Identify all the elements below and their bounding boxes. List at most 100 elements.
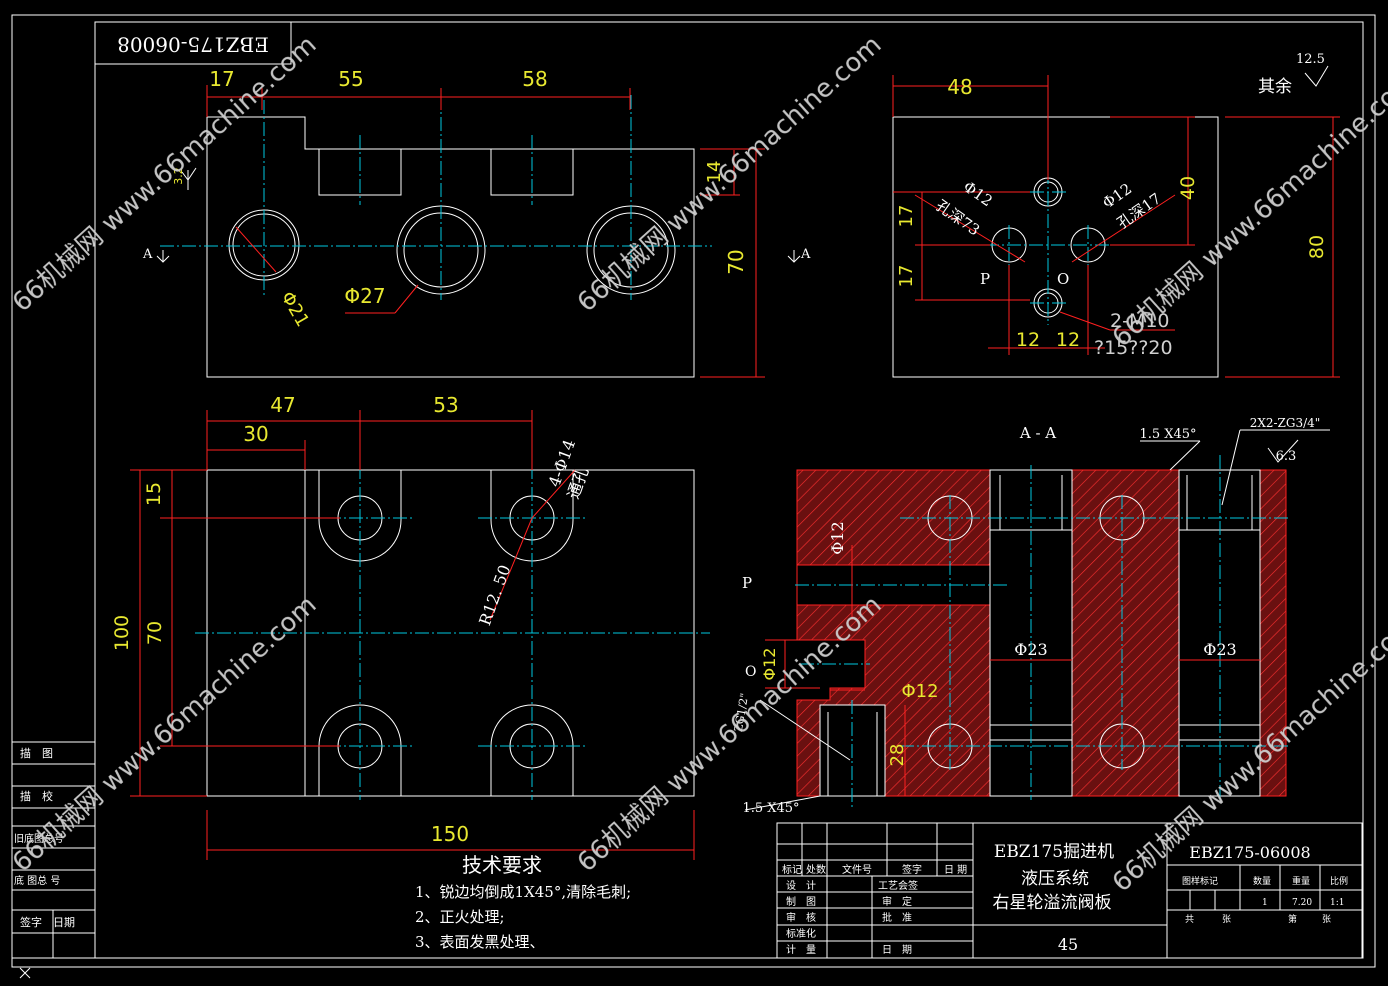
dim-15: 15 [143, 482, 165, 506]
hdr-mark: 标记 [782, 864, 802, 876]
strip-trace: 描 图 [20, 746, 53, 760]
hdr-date: 日 期 [944, 864, 967, 876]
role-design: 设 计 [786, 879, 816, 892]
dim-12b: 12 [1056, 329, 1080, 351]
title-system: 液压系统 [1021, 869, 1089, 889]
dim-30: 30 [243, 422, 268, 446]
tech-req-item-1: 1、锐边均倒成1X45°,清除毛刺; [415, 883, 631, 901]
technical-requirements: 技术要求 1、锐边均倒成1X45°,清除毛刺; 2、正火处理; 3、表面发黑处理… [415, 853, 631, 951]
label-roughness-6-3: 6.3 [1276, 449, 1297, 464]
title-part-name: 右星轮溢流阀板 [993, 893, 1112, 913]
stage-hdr-mark: 图样标记 [1182, 875, 1218, 887]
role2-process: 工艺会签 [878, 879, 918, 892]
dim-70-top: 70 [144, 621, 166, 645]
role-review: 审 核 [786, 911, 816, 924]
label-phi21: Φ21 [276, 288, 313, 331]
title-material: 45 [1058, 935, 1078, 954]
tech-req-item-2: 2、正火处理; [415, 908, 505, 926]
label-phi12-horizontal: Φ12 [901, 681, 938, 702]
dim-53: 53 [433, 393, 458, 417]
dim-100: 100 [111, 615, 133, 651]
dim-48: 48 [947, 75, 972, 99]
stage-hdr-scale: 比例 [1330, 875, 1348, 887]
strip-check: 描 校 [20, 789, 53, 803]
rotated-drawing-no-box [94, 21, 292, 65]
dim-58: 58 [522, 67, 547, 91]
label-chamfer-bottom: 1.5 X45° [742, 801, 799, 816]
label-r12-5: R12. 50 [475, 562, 514, 628]
side-view: 48 40 80 17 17 12 12 Φ12 孔深73 Φ12 孔深17 P… [892, 75, 1340, 378]
strip-old-no: 旧底图总号 [14, 832, 64, 845]
stage-weight: 7.20 [1292, 898, 1312, 908]
dim-70: 70 [724, 249, 748, 274]
front-view: 17 55 58 14 70 3.2 Φ21 Φ27 A A [142, 67, 811, 378]
label-thread-depth: ?15??20 [1094, 337, 1173, 359]
role-standard: 标准化 [786, 927, 816, 940]
strip-base-no: 底 图总 号 [14, 874, 60, 887]
dim-47: 47 [270, 393, 295, 417]
role-measure: 计 量 [786, 943, 816, 956]
label-2-m10: 2-M10 [1110, 310, 1170, 332]
title-block: EBZ175掘进机 液压系统 右星轮溢流阀板 45 EBZ175-06008 标… [776, 822, 1363, 959]
stage-qty: 1 [1262, 898, 1268, 908]
label-port-p: P [980, 270, 990, 288]
corner-mark-icon [19, 967, 31, 979]
label-section-p: P [742, 574, 752, 592]
stage-hdr-weight: 重量 [1292, 875, 1310, 887]
top-view: 47 53 30 15 100 70 150 4-Φ14 通孔 R12. 50 [111, 393, 710, 860]
section-mark-a-right: A [800, 247, 811, 262]
role2-approve-set: 审 定 [882, 895, 912, 908]
label-phi12-left: Φ12 [960, 178, 996, 211]
hdr-count: 处数 [806, 863, 826, 876]
tech-req-title: 技术要求 [462, 853, 542, 877]
section-view: A - A 1.5 X45° 2X2-ZG3/4" 6.3 Φ12 P Φ23 … [732, 416, 1330, 816]
hdr-sign: 签字 [902, 863, 922, 876]
label-section-o: O [745, 664, 756, 680]
label-port-o: O [1057, 270, 1069, 288]
sheet-total-unit: 张 [1222, 914, 1231, 925]
roughness-label: 其余 [1258, 77, 1292, 97]
dim-17b: 17 [896, 265, 917, 288]
hdr-file-no: 文件号 [842, 863, 872, 876]
rotated-drawing-no: EBZ175-06008 [117, 33, 269, 57]
stage-hdr-qty: 数量 [1253, 875, 1271, 887]
label-dim-28: 28 [887, 744, 908, 767]
dim-12a: 12 [1016, 329, 1040, 351]
dim-14: 14 [704, 161, 725, 184]
dim-55: 55 [338, 67, 363, 91]
dim-80: 80 [1306, 235, 1328, 259]
dim-17: 17 [209, 67, 234, 91]
section-mark-a-left: A [142, 247, 153, 262]
roughness-symbol-icon [1304, 65, 1329, 87]
label-chamfer-top: 1.5 X45° [1139, 427, 1196, 442]
sheet-total-label: 共 [1185, 914, 1194, 925]
dim-40: 40 [1177, 176, 1199, 200]
inner-border [94, 21, 1364, 959]
label-phi23-right: Φ23 [1203, 640, 1236, 659]
strip-sign-date: 签字 日期 [20, 915, 75, 929]
tech-req-item-3: 3、表面发黑处理、 [415, 933, 545, 951]
label-phi23-left: Φ23 [1014, 640, 1047, 659]
roughness-value: 12.5 [1296, 52, 1325, 67]
role2-date: 日 期 [882, 944, 912, 956]
title-drawing-no: EBZ175-06008 [1189, 843, 1310, 862]
watermark-1: 66机械网 www.66machine.com [7, 30, 323, 318]
left-strip: 描 图 描 校 旧底图总号 底 图总 号 签字 日期 [11, 741, 96, 959]
label-phi12-o: Φ12 [760, 648, 779, 681]
stage-scale: 1:1 [1330, 898, 1344, 908]
roughness-3-2: 3.2 [172, 167, 185, 185]
watermarks: 66机械网 www.66machine.com 66机械网 www.66mach… [7, 30, 1388, 898]
dim-150: 150 [431, 822, 469, 846]
dim-17a: 17 [896, 205, 917, 228]
sheet-no-label: 第 [1288, 913, 1297, 925]
role-draw: 制 图 [786, 895, 816, 908]
outer-border [11, 14, 1376, 968]
label-phi27: Φ27 [344, 284, 385, 308]
role2-approve: 批 准 [882, 911, 912, 924]
label-phi12-vertical: Φ12 [828, 521, 847, 554]
sheet-no-unit: 张 [1322, 914, 1331, 925]
label-zg3-4: 2X2-ZG3/4" [1250, 416, 1321, 430]
title-project: EBZ175掘进机 [994, 842, 1114, 862]
section-title: A - A [1019, 424, 1056, 442]
